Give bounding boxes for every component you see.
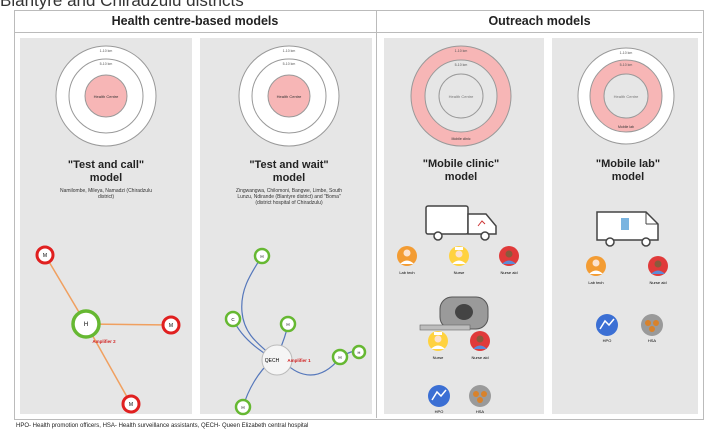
model-title-test-and-wait: "Test and wait" model: [249, 159, 329, 184]
hpo-icon: [596, 314, 618, 336]
svg-text:Health Centre: Health Centre: [94, 94, 119, 99]
svg-text:5-10 km: 5-10 km: [283, 62, 296, 66]
section-header-health-centre: Health centre-based models: [111, 14, 279, 28]
label-nurse: Nurse: [433, 355, 444, 360]
svg-text:H: H: [338, 355, 341, 360]
label-hpo: HPO: [603, 338, 612, 343]
svg-text:Health Centre: Health Centre: [277, 94, 302, 99]
concentric-rings-2: 1-10 km 5-10 km Health Centre: [238, 45, 340, 147]
svg-text:1-10 km: 1-10 km: [100, 49, 113, 53]
avatar-lab-tech: [586, 256, 606, 276]
svg-text:5-10 km: 5-10 km: [455, 63, 468, 67]
svg-text:5-10 km: 5-10 km: [100, 62, 113, 66]
model-places-test-and-call: Namilombe, Mileya, Namadzi (Chiradzulu d…: [60, 188, 152, 200]
label-hsa: HSA: [476, 409, 485, 414]
svg-text:5-10 km: 5-10 km: [620, 63, 633, 67]
hsa-icon: [469, 385, 491, 407]
satellite-node: [351, 344, 367, 360]
svg-text:M: M: [43, 253, 47, 259]
satellite-node: [253, 247, 271, 265]
header-divider: [14, 32, 702, 33]
svg-text:H: H: [358, 350, 361, 355]
svg-text:1-10 km: 1-10 km: [620, 51, 633, 55]
van-icon: [596, 211, 659, 247]
satellite-node: [279, 315, 297, 333]
svg-text:Health Centre: Health Centre: [449, 94, 474, 99]
scanner-icon: [419, 296, 489, 331]
satellite-node: [234, 398, 252, 416]
svg-text:H: H: [260, 254, 263, 259]
avatar-nurse: [428, 331, 448, 351]
satellite-node: [161, 315, 181, 335]
concentric-rings-3: 1-10 km 5-10 km Health Centre Mobile cli…: [410, 45, 512, 147]
satellite-node: [121, 394, 141, 414]
model-title-mobile-lab: "Mobile lab" model: [595, 158, 661, 183]
label-hsa: HSA: [648, 338, 657, 343]
section-divider: [376, 10, 377, 418]
model-places-test-and-wait: Zingwangwa, Chilomoni, Bangwe, Limbe, So…: [235, 188, 343, 206]
svg-text:1-10 km: 1-10 km: [455, 49, 468, 53]
satellite-node: [224, 310, 242, 328]
avatar-nurse-aid: [648, 256, 668, 276]
svg-text:Amplifier 1: Amplifier 1: [287, 358, 311, 363]
label-lab-tech: Lab tech: [588, 280, 603, 285]
hpo-icon: [428, 385, 450, 407]
avatar-nurse-aid: [470, 331, 490, 351]
satellite-node: [35, 245, 55, 265]
label-nurse: Nurse: [454, 270, 465, 275]
section-header-outreach: Outreach models: [488, 14, 591, 28]
svg-text:C: C: [231, 317, 235, 322]
network-test-and-wait: H C H H H H QECH Amplifier 1: [224, 247, 367, 416]
satellite-node: [331, 348, 349, 366]
network-test-and-call: M M M H Amplifier 2: [35, 245, 181, 414]
page-title: Blantyre and Chiradzulu districts: [0, 0, 244, 10]
svg-text:QECH: QECH: [265, 358, 280, 364]
avatar-nurse: [449, 246, 469, 266]
svg-text:1-10 km: 1-10 km: [283, 49, 296, 53]
label-nurse-aid: Nurse aid: [649, 280, 666, 285]
hub-node: [71, 309, 101, 339]
avatar-nurse-aid: [499, 246, 519, 266]
truck-icon: [425, 205, 497, 241]
label-nurse-aid: Nurse aid: [500, 270, 517, 275]
hub-node-qech: [261, 344, 293, 376]
network-edge: [85, 323, 132, 405]
svg-text:Mobile lab: Mobile lab: [618, 125, 634, 129]
svg-text:Health Centre: Health Centre: [614, 94, 639, 99]
label-hpo: HPO: [435, 409, 444, 414]
concentric-rings-4: 1-10 km 5-10 km Health Centre Mobile lab: [577, 47, 675, 145]
concentric-rings-1: 1-10 km 5-10 km Health Centre: [55, 45, 157, 147]
footnote: HPO- Health promotion officers, HSA- Hea…: [16, 423, 309, 429]
svg-text:H: H: [84, 322, 88, 328]
hsa-icon: [641, 314, 663, 336]
network-edge: [241, 255, 273, 357]
svg-text:Mobile clinic: Mobile clinic: [451, 137, 470, 141]
label-nurse-aid: Nurse aid: [471, 355, 488, 360]
avatar-lab-tech: [397, 246, 417, 266]
model-title-test-and-call: "Test and call" model: [67, 159, 145, 184]
label-lab-tech: Lab tech: [399, 270, 414, 275]
svg-text:Amplifier 2: Amplifier 2: [92, 339, 116, 344]
svg-text:H: H: [241, 405, 244, 410]
svg-text:M: M: [129, 402, 133, 408]
model-title-mobile-clinic: "Mobile clinic" model: [422, 158, 500, 183]
svg-text:M: M: [169, 323, 173, 329]
svg-text:H: H: [286, 322, 289, 327]
